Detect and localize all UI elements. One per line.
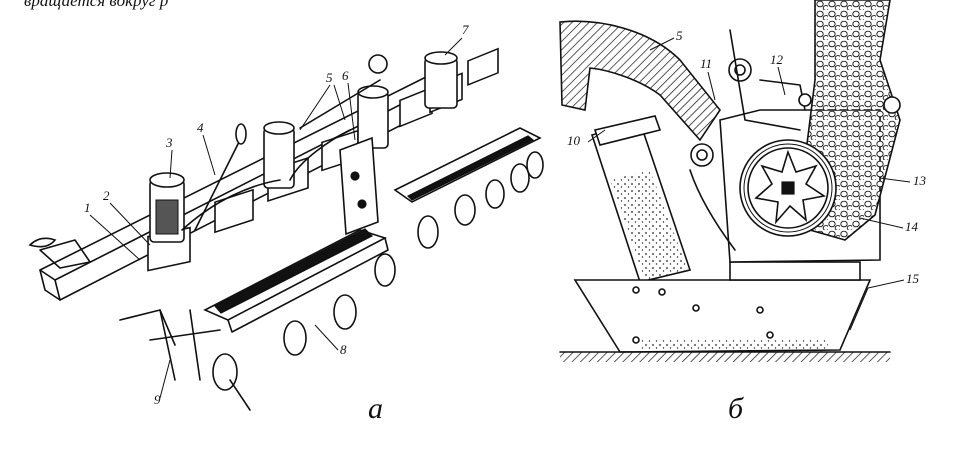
label-b-5: 5 [676, 28, 683, 43]
label-a-3: 3 [165, 135, 173, 150]
disc-openers [212, 151, 544, 391]
label-a-4: 4 [197, 120, 204, 135]
panel-a-leaders [89, 37, 463, 399]
panel-b-drawing [559, 0, 901, 362]
label-a-1: 1 [84, 200, 91, 215]
panel-b-labels: 5 10 11 12 13 14 15 [567, 28, 927, 286]
label-b-14: 14 [905, 219, 919, 234]
panel-b-leaders [587, 37, 911, 331]
label-a-8: 8 [340, 342, 347, 357]
panel-a-drawing [28, 47, 544, 411]
label-a-7: 7 [462, 22, 469, 37]
top-text: вращается вокруг р [24, 0, 168, 10]
label-b-15: 15 [906, 271, 920, 286]
label-b-12: 12 [770, 52, 784, 67]
label-a-2: 2 [103, 188, 110, 203]
label-a-5: 5 [326, 70, 333, 85]
label-a-9: 9 [154, 392, 161, 407]
cylinders [149, 51, 458, 243]
panel-a-caption: а [368, 392, 383, 425]
label-b-13: 13 [913, 173, 927, 188]
panel-b-caption: б [728, 392, 744, 425]
panel-a-labels: 1 2 3 4 5 6 7 8 9 [84, 22, 469, 407]
label-b-11: 11 [700, 56, 712, 71]
label-b-10: 10 [567, 133, 581, 148]
label-a-6: 6 [342, 68, 349, 83]
